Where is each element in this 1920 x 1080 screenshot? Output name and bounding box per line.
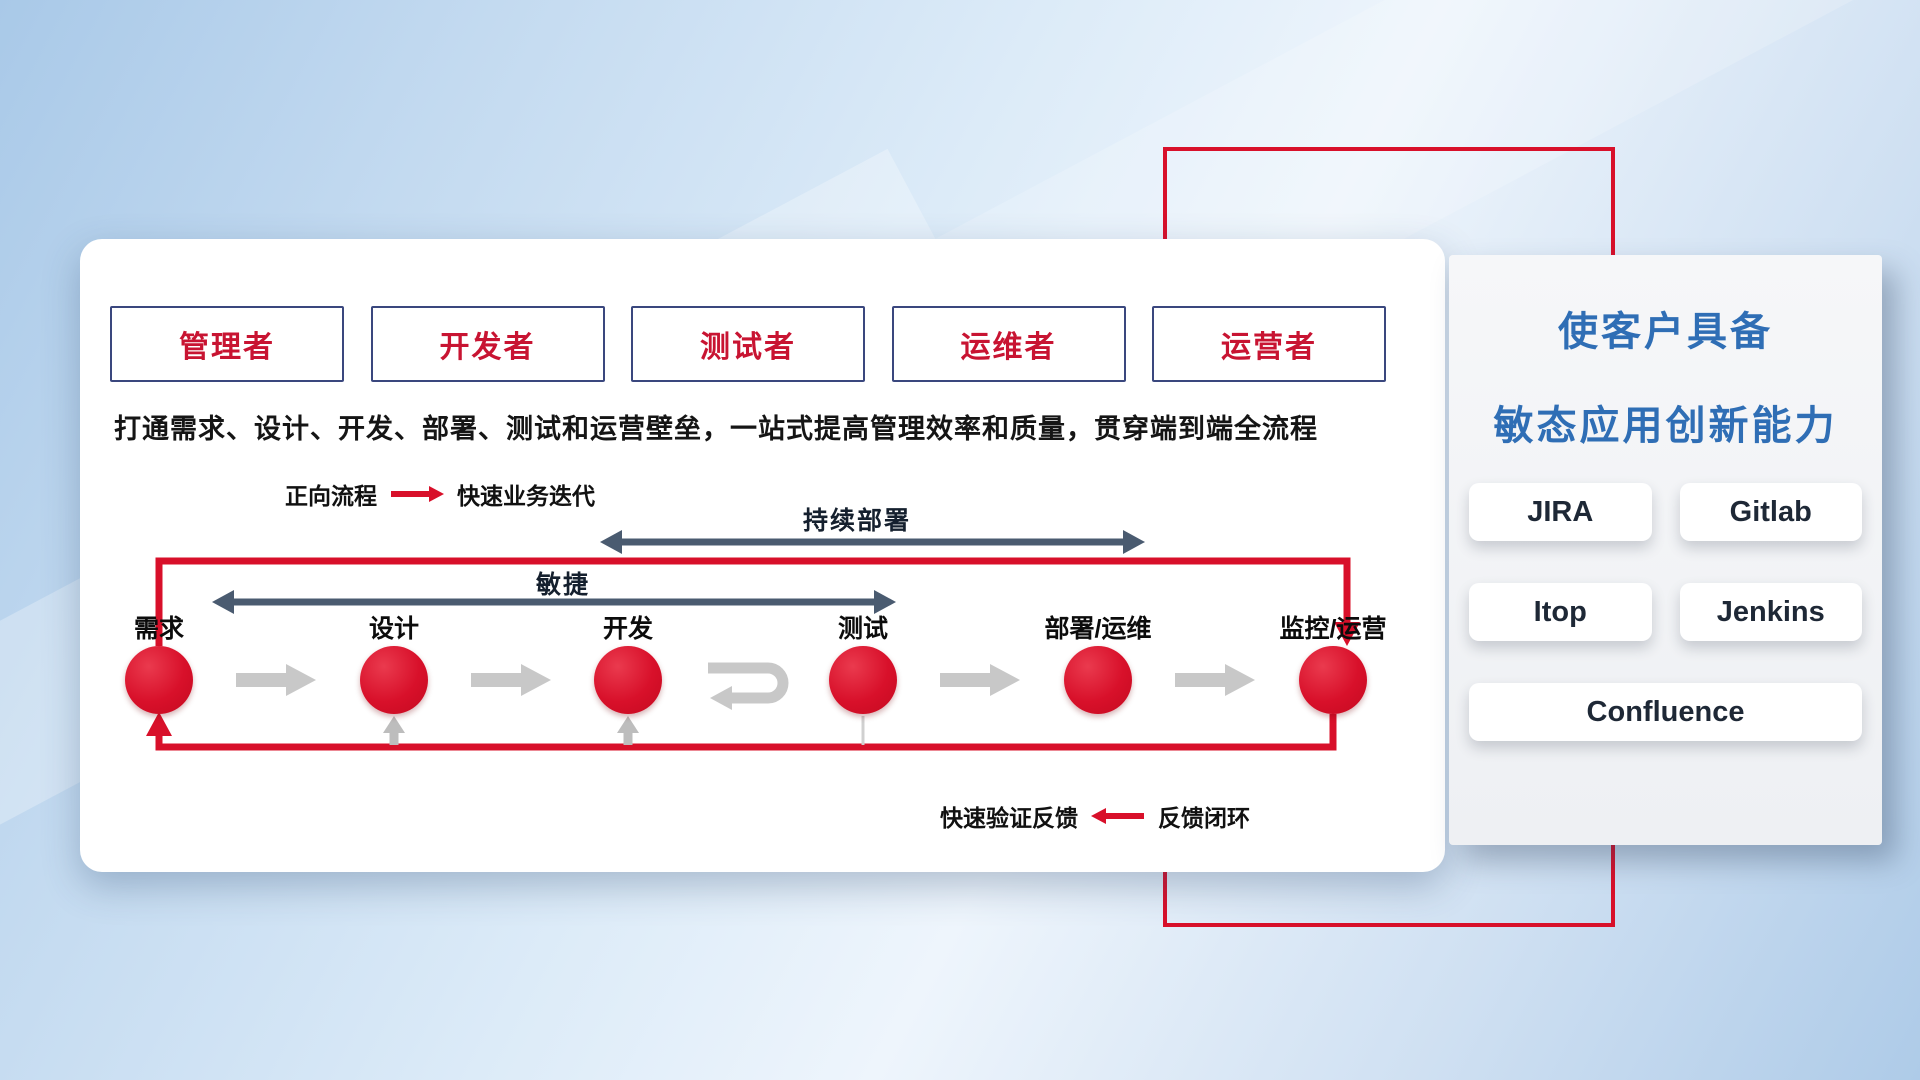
stage-label-development: 开发 [602,615,653,643]
stage-node-requirements [125,646,193,714]
role-label: 测试者 [700,331,796,364]
feedback-legend: 快速验证反馈 反馈闭环 [940,799,1250,833]
process-card: 管理者 开发者 测试者 运维者 运营者 打通需求、设计、开发、部署、测试和运营壁… [80,239,1445,872]
flow-arrow [1175,664,1255,696]
card-subtitle: 打通需求、设计、开发、部署、测试和运营壁垒，一站式提高管理效率和质量，贯穿端到端… [114,414,1318,444]
flow-arrow [940,664,1020,696]
roles-row: 管理者 开发者 测试者 运维者 运营者 [110,306,1386,382]
panel-title-line1: 使客户具备 [1558,310,1773,354]
agile-label: 敏捷 [535,571,590,599]
role-label: 运维者 [960,331,1057,364]
stage-label-requirements: 需求 [133,615,184,643]
right-arrow-icon [391,486,444,502]
tool-badge-confluence: Confluence [1469,683,1862,741]
role-box-tester: 测试者 [631,306,865,382]
stage-label-monitor-operate: 监控/运营 [1279,615,1387,643]
left-arrow-icon [1091,808,1144,824]
feedback-loop-arrow [146,712,1337,751]
forward-flow-legend: 正向流程 快速业务迭代 [285,477,595,511]
flow-diagram [146,530,1360,751]
tools-grid: JIRA Gitlab Itop Jenkins Confluence [1469,483,1862,741]
stage-node-monitor-operate [1299,646,1367,714]
flow-arrow [471,664,551,696]
role-box-developer: 开发者 [370,306,605,382]
iteration-loop-arrow [708,662,789,710]
tool-badge-jira: JIRA [1469,483,1652,541]
stage-label-design: 设计 [368,615,419,643]
feedback-label: 反馈闭环 [1158,805,1250,831]
stage-label-deploy-ops: 部署/运维 [1044,615,1152,643]
role-label: 管理者 [179,331,275,364]
continuous-deployment-label: 持续部署 [802,507,911,535]
tool-badge-itop: Itop [1469,583,1652,641]
stage-label-testing: 测试 [837,615,888,643]
stage-node-testing [829,646,897,714]
role-label: 开发者 [439,331,536,364]
tool-badge-gitlab: Gitlab [1679,483,1862,541]
forward-flow-label: 正向流程 [285,483,377,509]
agile-range-arrow [212,590,896,614]
role-box-operator: 运营者 [1152,306,1386,382]
forward-loop-arrow [155,557,1360,646]
feedback-desc: 快速验证反馈 [940,805,1078,831]
feedback-up-arrow [617,716,639,745]
tool-badge-jenkins: Jenkins [1679,583,1862,641]
stage-node-design [360,646,428,714]
capability-panel: 使客户具备 敏态应用创新能力 JIRA Gitlab Itop Jenkins … [1449,255,1882,845]
forward-flow-desc: 快速业务迭代 [457,483,595,509]
continuous-deployment-range-arrow [600,530,1145,554]
role-box-manager: 管理者 [110,306,344,382]
stage-node-deploy-ops [1064,646,1132,714]
flow-arrow [236,664,316,696]
role-label: 运营者 [1221,331,1317,364]
panel-title-line2: 敏态应用创新能力 [1493,404,1838,448]
stage-node-development [594,646,662,714]
role-box-ops: 运维者 [891,306,1126,382]
feedback-up-arrow [383,716,405,745]
